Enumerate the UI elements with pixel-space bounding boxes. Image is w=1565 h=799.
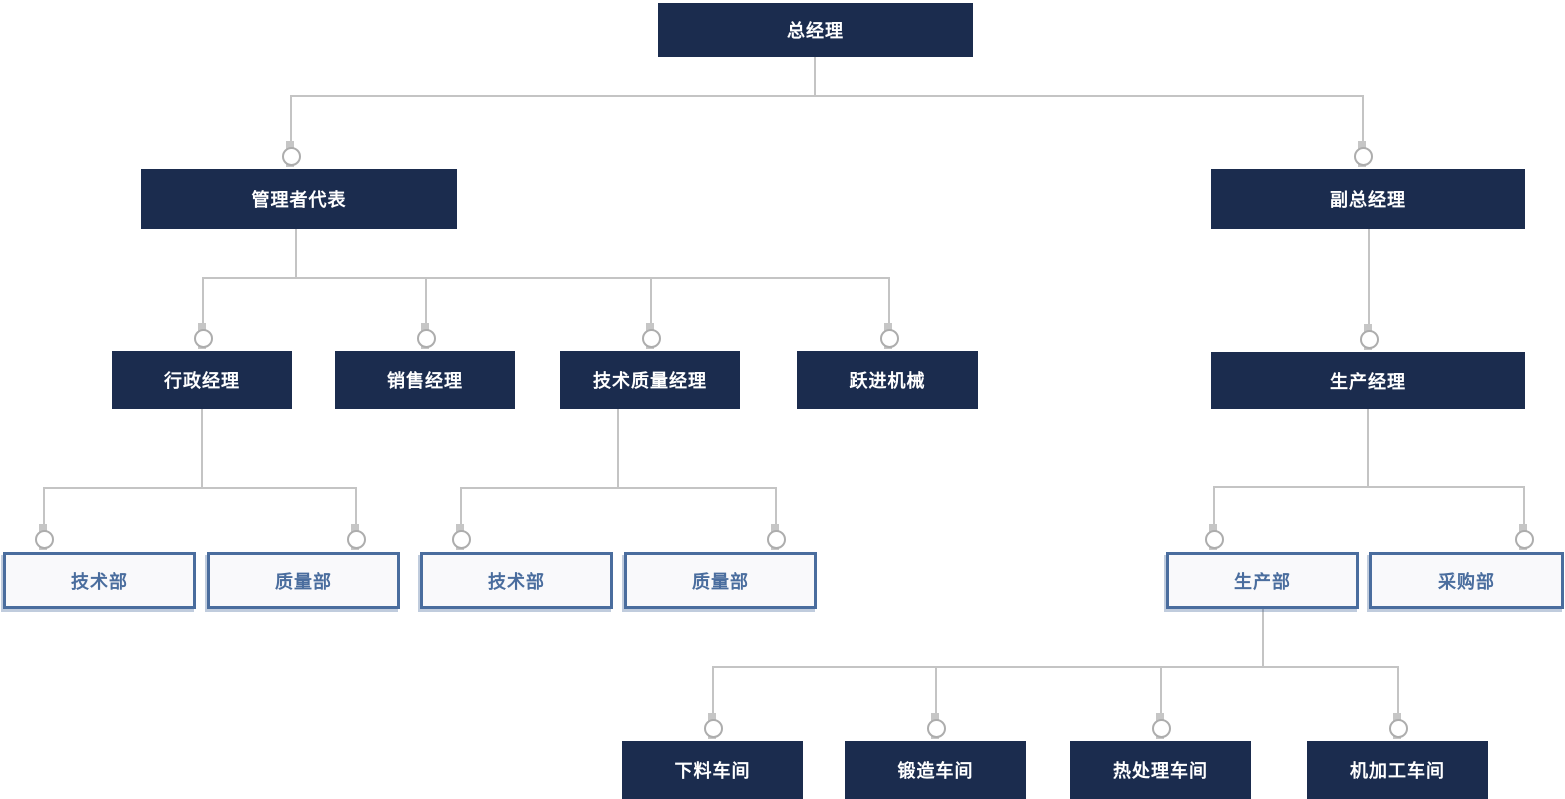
connector-anchor — [193, 323, 213, 351]
connector-hline — [290, 95, 1364, 97]
node-tech-quality-manager: 技术质量经理 — [560, 351, 740, 409]
connector-anchor — [451, 524, 471, 552]
node-management-representative: 管理者代表 — [141, 169, 457, 229]
node-tech-dept-1: 技术部 — [3, 552, 196, 609]
anchor-circle-icon — [35, 530, 54, 549]
connector-vline — [43, 487, 45, 524]
node-quality-dept-1: 质量部 — [207, 552, 400, 609]
connector-vline — [355, 487, 357, 524]
anchor-circle-icon — [452, 530, 471, 549]
connector-vline — [650, 277, 652, 323]
connector-vline — [775, 487, 777, 524]
node-label: 质量部 — [692, 571, 749, 592]
node-admin-manager: 行政经理 — [112, 351, 292, 409]
connector-hline — [712, 666, 1399, 668]
connector-vline — [1160, 666, 1162, 713]
connector-vline — [1368, 229, 1370, 324]
node-label: 质量部 — [275, 571, 332, 592]
node-quality-dept-2: 质量部 — [624, 552, 817, 609]
anchor-circle-icon — [704, 719, 723, 738]
connector-hline — [202, 277, 890, 279]
anchor-circle-icon — [1360, 330, 1379, 349]
node-production-manager: 生产经理 — [1211, 352, 1525, 409]
node-purchasing-dept: 采购部 — [1369, 552, 1564, 609]
node-label: 锻造车间 — [897, 761, 974, 781]
anchor-circle-icon — [1389, 719, 1408, 738]
connector-vline — [712, 666, 714, 713]
anchor-circle-icon — [927, 719, 946, 738]
node-production-dept: 生产部 — [1166, 552, 1359, 609]
node-deputy-general-manager: 副总经理 — [1211, 169, 1525, 229]
connector-vline — [935, 666, 937, 713]
connector-anchor — [1514, 524, 1534, 552]
connector-vline — [290, 95, 292, 141]
anchor-circle-icon — [880, 329, 899, 348]
anchor-circle-icon — [347, 530, 366, 549]
node-forging-workshop: 锻造车间 — [845, 741, 1026, 799]
connector-anchor — [34, 524, 54, 552]
node-label: 机加工车间 — [1350, 761, 1445, 781]
node-yuejin-machinery: 跃进机械 — [797, 351, 978, 409]
node-label: 总经理 — [787, 21, 844, 41]
node-label: 管理者代表 — [251, 190, 347, 210]
connector-anchor — [641, 323, 661, 351]
connector-vline — [201, 409, 203, 487]
node-machining-workshop: 机加工车间 — [1307, 741, 1488, 799]
connector-anchor — [1388, 713, 1408, 741]
connector-vline — [460, 487, 462, 524]
node-label: 技术部 — [488, 571, 545, 592]
connector-hline — [43, 487, 357, 489]
connector-hline — [460, 487, 777, 489]
connector-anchor — [416, 323, 436, 351]
node-cutting-workshop: 下料车间 — [622, 741, 803, 799]
connector-vline — [814, 57, 816, 95]
connector-vline — [888, 277, 890, 323]
anchor-circle-icon — [767, 530, 786, 549]
node-sales-manager: 销售经理 — [335, 351, 515, 409]
anchor-circle-icon — [417, 329, 436, 348]
connector-vline — [1523, 486, 1525, 524]
connector-vline — [202, 277, 204, 323]
connector-vline — [1262, 609, 1264, 666]
anchor-circle-icon — [1515, 530, 1534, 549]
connector-hline — [1213, 486, 1525, 488]
connector-anchor — [879, 323, 899, 351]
node-tech-dept-2: 技术部 — [420, 552, 613, 609]
connector-anchor — [1359, 324, 1379, 352]
anchor-circle-icon — [642, 329, 661, 348]
node-label: 生产经理 — [1330, 371, 1406, 392]
connector-anchor — [766, 524, 786, 552]
node-label: 跃进机械 — [849, 371, 926, 391]
connector-anchor — [1353, 141, 1373, 169]
node-label: 生产部 — [1234, 571, 1291, 592]
connector-vline — [295, 229, 297, 277]
node-label: 采购部 — [1438, 571, 1495, 592]
node-general-manager: 总经理 — [658, 3, 973, 57]
connector-anchor — [1204, 524, 1224, 552]
anchor-circle-icon — [1354, 147, 1373, 166]
anchor-circle-icon — [1152, 719, 1171, 738]
connector-anchor — [926, 713, 946, 741]
connector-vline — [1397, 666, 1399, 713]
node-label: 技术质量经理 — [593, 371, 707, 391]
node-heat-treatment-workshop: 热处理车间 — [1070, 741, 1251, 799]
anchor-circle-icon — [282, 147, 301, 166]
anchor-circle-icon — [1205, 530, 1224, 549]
connector-vline — [1362, 95, 1364, 141]
connector-vline — [617, 409, 619, 487]
connector-vline — [425, 277, 427, 323]
connector-anchor — [281, 141, 301, 169]
connector-anchor — [346, 524, 366, 552]
connector-anchor — [703, 713, 723, 741]
node-label: 热处理车间 — [1113, 761, 1208, 781]
anchor-circle-icon — [194, 329, 213, 348]
connector-anchor — [1151, 713, 1171, 741]
node-label: 副总经理 — [1330, 190, 1406, 210]
node-label: 技术部 — [71, 571, 128, 592]
node-label: 销售经理 — [387, 371, 463, 391]
connector-vline — [1213, 486, 1215, 524]
connector-vline — [1367, 409, 1369, 486]
node-label: 下料车间 — [674, 761, 751, 781]
node-label: 行政经理 — [164, 371, 240, 391]
